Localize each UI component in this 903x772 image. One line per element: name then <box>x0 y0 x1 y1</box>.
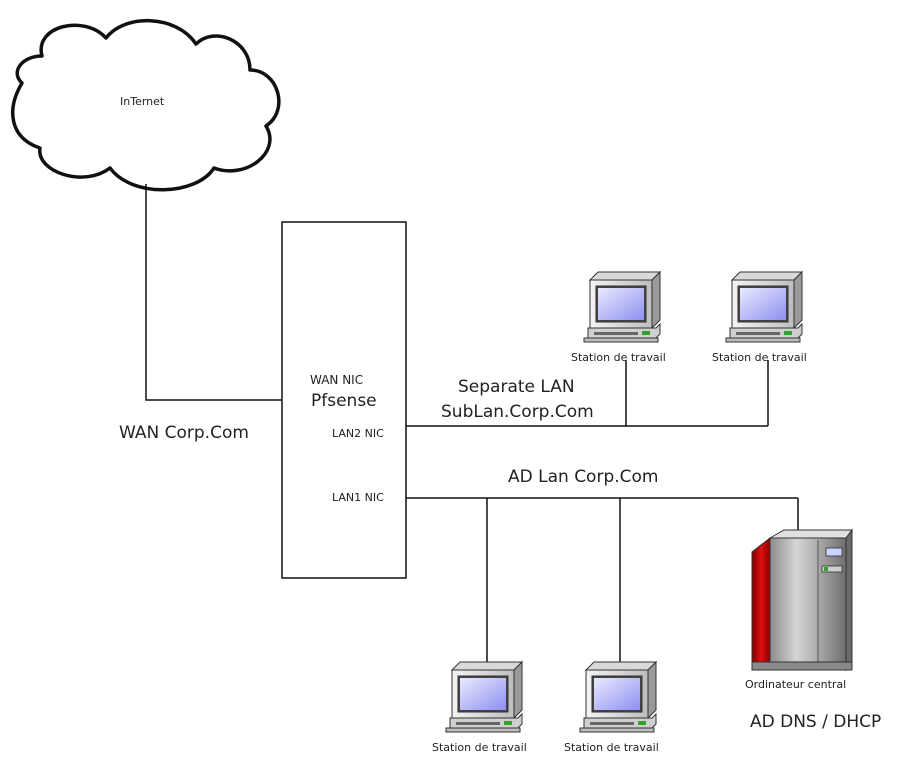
pfsense-box <box>281 221 407 579</box>
workstation-icon <box>579 661 657 733</box>
workstation-icon <box>725 271 803 343</box>
mainframe-label: Ordinateur central <box>745 678 847 691</box>
mainframe-icon <box>751 528 853 672</box>
wan-link <box>145 184 282 401</box>
sublan-station-2-label: Station de travail <box>712 351 807 364</box>
pfsense-label: Pfsense <box>311 391 377 411</box>
adlan-station-1-label: Station de travail <box>432 741 527 754</box>
sublan-domain-label: SubLan.Corp.Com <box>441 402 594 422</box>
lan2-nic-label: LAN2 NIC <box>332 427 384 440</box>
internet-label: InTernet <box>120 95 165 108</box>
sublan-station-1-label: Station de travail <box>571 351 666 364</box>
wan-network-label: WAN Corp.Com <box>119 423 249 443</box>
adlan-station-2-label: Station de travail <box>564 741 659 754</box>
wan-nic-label: WAN NIC <box>310 373 364 387</box>
ad-lan-label: AD Lan Corp.Com <box>508 467 659 487</box>
server-role-label: AD DNS / DHCP <box>750 712 882 732</box>
internet-cloud <box>11 18 281 192</box>
workstation-icon <box>583 271 661 343</box>
lan1-nic-label: LAN1 NIC <box>332 491 384 504</box>
workstation-icon <box>445 661 523 733</box>
separate-lan-label: Separate LAN <box>458 377 575 397</box>
